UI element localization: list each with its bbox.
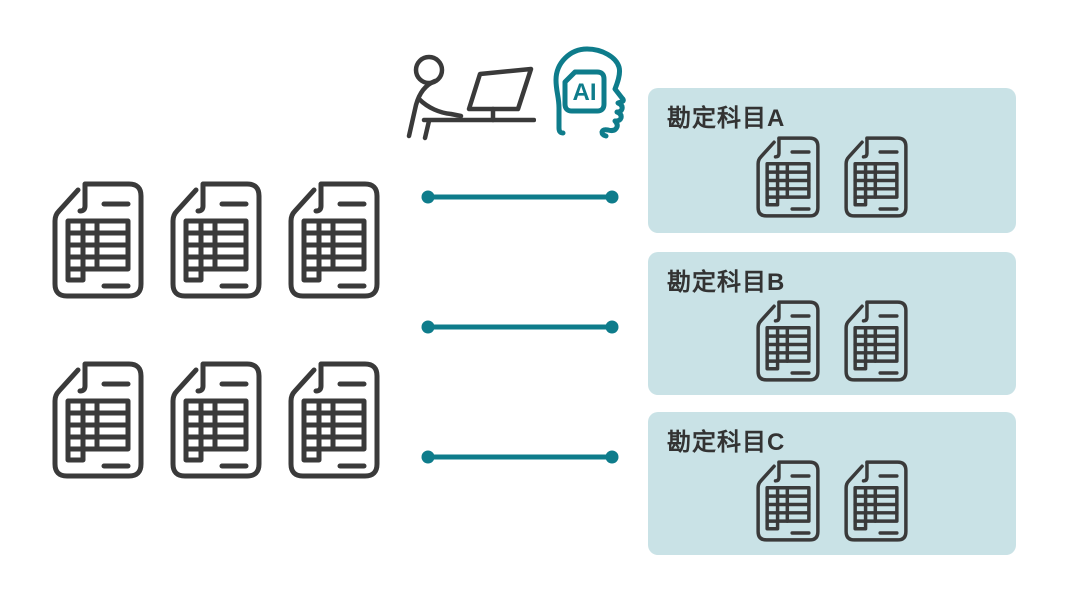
connector-line	[421, 320, 619, 334]
category-panel-b: 勘定科目B	[648, 252, 1016, 395]
category-label: 勘定科目B	[667, 269, 786, 296]
category-documents	[756, 300, 908, 382]
spreadsheet-document-icon	[844, 460, 908, 542]
spreadsheet-document-icon	[170, 181, 262, 299]
spreadsheet-document-icon	[52, 181, 144, 299]
spreadsheet-document-icon	[756, 460, 820, 542]
connector-line	[421, 450, 619, 464]
spreadsheet-document-icon	[170, 361, 262, 479]
person-at-computer-icon	[406, 54, 536, 141]
connector-line	[421, 190, 619, 204]
ai-head-icon: AI	[553, 46, 626, 139]
category-documents	[756, 460, 908, 542]
spreadsheet-document-icon	[756, 136, 820, 218]
category-label: 勘定科目A	[667, 105, 786, 132]
spreadsheet-document-icon	[756, 300, 820, 382]
spreadsheet-document-icon	[52, 361, 144, 479]
category-panel-c: 勘定科目C	[648, 412, 1016, 555]
category-label: 勘定科目C	[667, 429, 786, 456]
category-documents	[756, 136, 908, 218]
spreadsheet-document-icon	[288, 361, 380, 479]
spreadsheet-document-icon	[844, 300, 908, 382]
ai-chip-label: AI	[573, 79, 597, 106]
source-documents-grid	[52, 181, 380, 479]
spreadsheet-document-icon	[844, 136, 908, 218]
spreadsheet-document-icon	[288, 181, 380, 299]
category-panel-a: 勘定科目A	[648, 88, 1016, 233]
